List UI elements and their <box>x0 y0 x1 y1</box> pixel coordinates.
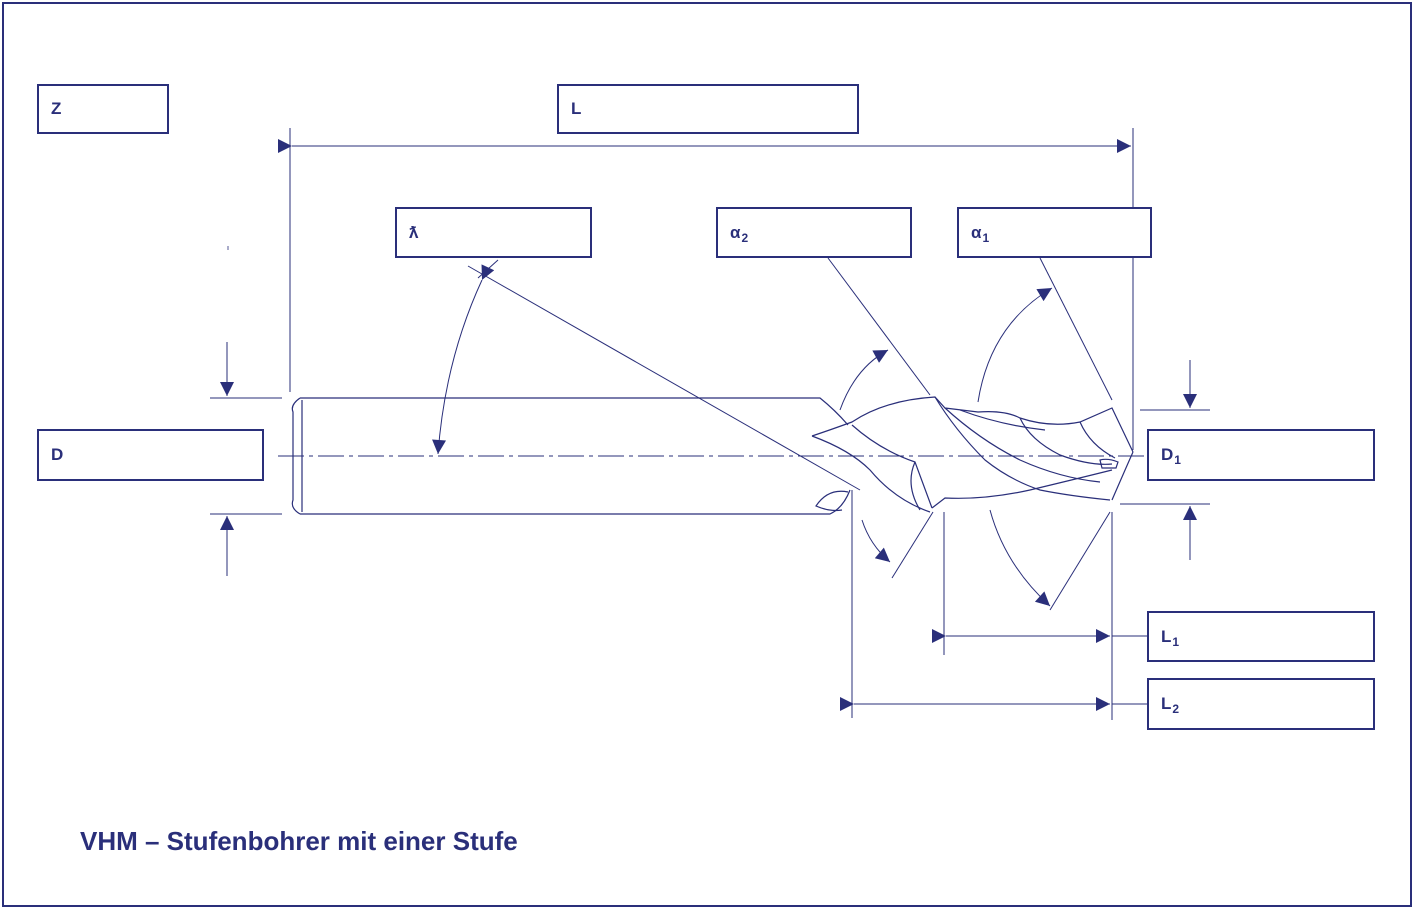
dimension-alpha1 <box>977 257 1113 611</box>
d1-sub: 1 <box>1174 453 1181 467</box>
dimension-lambda <box>432 259 861 491</box>
z-label: Z <box>51 99 62 118</box>
page-title: VHM – Stufenbohrer mit einer Stufe <box>80 826 518 856</box>
lambda-label: ƛ <box>409 222 419 242</box>
d-field[interactable]: D <box>37 429 264 481</box>
l1-label: L <box>1161 626 1172 646</box>
lambda-field[interactable]: ƛ <box>395 207 592 258</box>
alpha2-label: α <box>730 222 741 242</box>
dimension-l2 <box>840 490 1148 718</box>
dimension-l1 <box>932 512 1148 720</box>
alpha2-sub: 2 <box>741 230 749 245</box>
d1-label: D <box>1161 445 1174 464</box>
drill-flutes <box>811 396 1134 513</box>
l-label: L <box>571 99 582 118</box>
l2-label: L <box>1161 694 1172 713</box>
alpha1-label: α <box>971 222 982 242</box>
l-field[interactable]: L <box>557 84 859 134</box>
dimension-d1 <box>1120 360 1210 560</box>
dimension-l <box>278 128 1134 450</box>
l1-sub: 1 <box>1172 634 1180 649</box>
d-label: D <box>51 445 64 464</box>
z-field[interactable]: Z <box>37 84 169 134</box>
alpha1-sub: 1 <box>982 230 990 245</box>
dimension-alpha2 <box>827 257 934 579</box>
dimension-d <box>210 342 282 576</box>
l2-sub: 2 <box>1172 702 1180 716</box>
